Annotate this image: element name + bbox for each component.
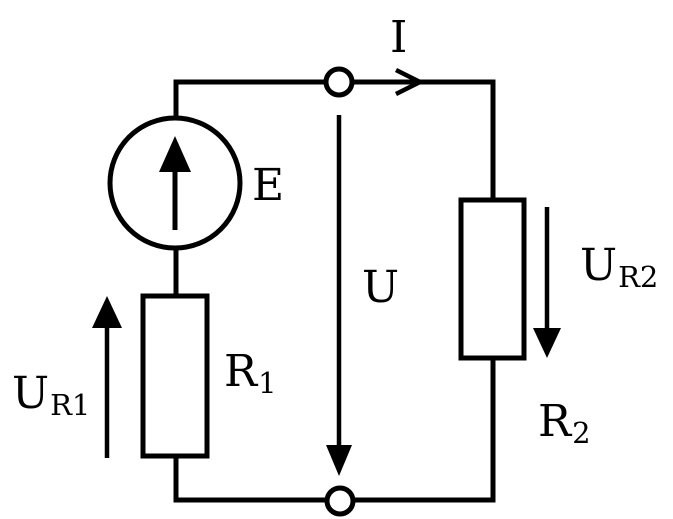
current-arrow [394,67,426,97]
terminal-top [323,66,355,98]
terminal-bottom [324,485,356,517]
bottom-wire-left [173,452,329,503]
voltage-arrow-ur1 [92,296,122,458]
ur2-label: UR2 [580,240,659,294]
right-wire-lower [350,355,496,503]
voltage-source-e [107,115,243,251]
top-wire-right [349,79,496,203]
voltage-arrow-u [326,115,352,476]
r1-label: R1 [224,346,277,400]
resistor-r1 [140,293,210,459]
current-label: I [390,12,408,63]
resistor-r2 [458,197,527,361]
ur1-label: UR1 [12,368,91,422]
voltage-label: U [362,262,400,313]
emf-label: E [252,160,285,211]
voltage-arrow-ur2 [533,207,561,358]
r2-label: R2 [538,396,591,450]
